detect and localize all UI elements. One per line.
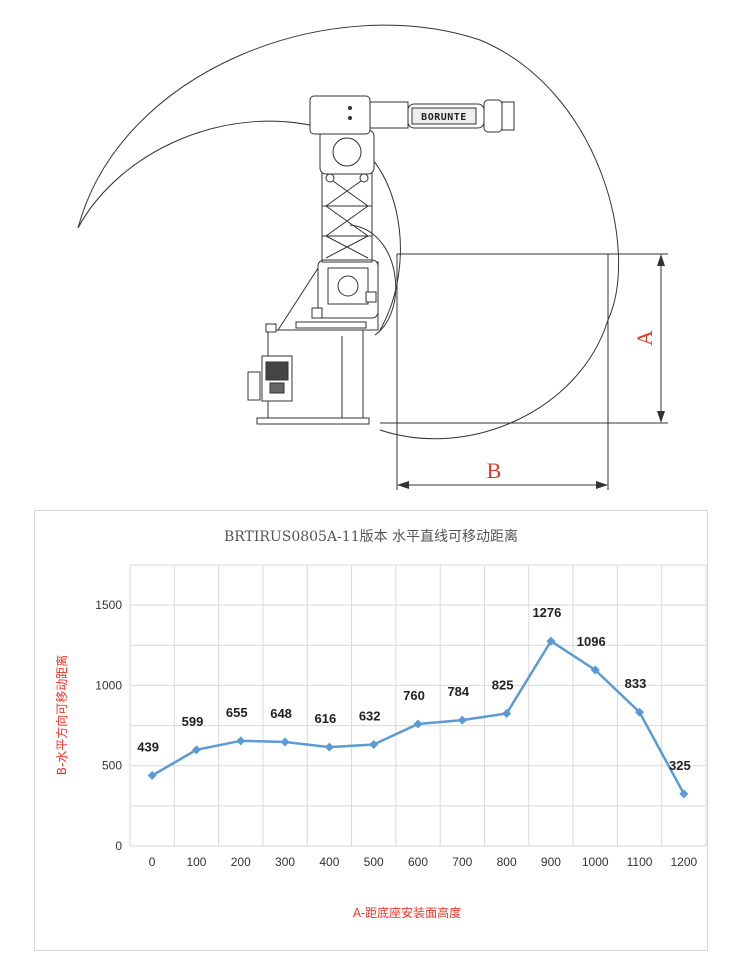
robot-workspace-diagram: A B — [77, 24, 668, 490]
dimension-a-arrow-bottom — [657, 411, 665, 423]
y-axis-ticks: 0 500 1000 1500 — [95, 598, 122, 853]
dimension-b-arrow-right — [596, 481, 608, 489]
x-tick-label: 1100 — [627, 855, 653, 869]
x-axis-ticks: 0 100 200 300 400 500 600 700 800 900 1000 1100 1200 — [149, 855, 698, 869]
data-label: 833 — [625, 676, 647, 691]
data-label: 648 — [270, 706, 292, 721]
robot-lower-arm — [321, 169, 373, 263]
x-axis-title: A-距底座安装面高度 — [353, 905, 461, 920]
data-label: 325 — [669, 758, 691, 773]
x-tick-label: 400 — [319, 855, 339, 869]
data-label: 616 — [315, 711, 337, 726]
data-point-marker — [236, 736, 246, 746]
data-point-marker — [679, 789, 689, 799]
data-point-marker — [590, 665, 600, 675]
y-tick-label: 0 — [115, 839, 122, 853]
x-tick-label: 900 — [541, 855, 561, 869]
reach-envelope-small-arc — [349, 224, 397, 336]
y-tick-label: 1000 — [95, 678, 122, 692]
dimension-b-arrow-left — [397, 481, 409, 489]
data-point-marker — [280, 737, 290, 747]
data-label: 1096 — [577, 634, 606, 649]
grid — [129, 564, 707, 847]
y-tick-label: 500 — [102, 759, 122, 773]
data-label: 439 — [137, 740, 159, 755]
data-label: 1276 — [532, 605, 561, 620]
y-axis-title: B-水平方向可移动距离 — [54, 655, 69, 776]
x-tick-label: 200 — [231, 855, 251, 869]
data-point-marker — [502, 709, 512, 719]
data-point-marker — [369, 740, 379, 750]
chart-frame — [34, 510, 708, 951]
data-point-marker — [635, 707, 645, 717]
x-tick-label: 500 — [364, 855, 384, 869]
chart-title: BRTIRUS0805A-11版本 水平直线可移动距离 — [224, 528, 518, 545]
data-point-marker — [191, 745, 201, 755]
x-tick-label: 800 — [497, 855, 517, 869]
dimension-b-label: B — [487, 458, 502, 483]
robot-logo: BORUNTE — [421, 112, 467, 123]
robot-elbow — [319, 129, 375, 183]
x-tick-label: 0 — [149, 855, 156, 869]
x-tick-label: 300 — [275, 855, 295, 869]
data-labels: 439 599 655 648 616 632 760 784 825 1276 1096 833 32… — [137, 605, 690, 773]
data-point-marker — [546, 636, 556, 646]
y-tick-label: 1500 — [95, 598, 122, 612]
data-point-marker — [413, 719, 423, 729]
data-label: 784 — [447, 684, 469, 699]
data-label: 825 — [492, 678, 514, 693]
x-tick-label: 100 — [186, 855, 206, 869]
line-chart: BRTIRUS0805A-11版本 水平直线可移动距离 050010001500… — [54, 528, 707, 920]
data-label: 655 — [226, 705, 248, 720]
data-point-marker — [324, 742, 334, 752]
data-point-marker — [147, 771, 157, 781]
data-label: 632 — [359, 709, 381, 724]
x-tick-label: 1000 — [582, 855, 609, 869]
reach-envelope-outer — [77, 24, 619, 440]
robot-upper-arm — [309, 95, 515, 135]
robot-shoulder — [277, 259, 379, 331]
data-label: 760 — [403, 688, 425, 703]
x-tick-label: 700 — [452, 855, 472, 869]
dimension-a-arrow-top — [657, 254, 665, 266]
data-label: 599 — [182, 714, 204, 729]
robot-base — [247, 323, 370, 425]
x-tick-label: 600 — [408, 855, 428, 869]
series-markers — [147, 636, 689, 799]
data-point-marker — [457, 715, 467, 725]
x-tick-label: 1200 — [670, 855, 697, 869]
dimension-a-label: A — [632, 330, 657, 346]
